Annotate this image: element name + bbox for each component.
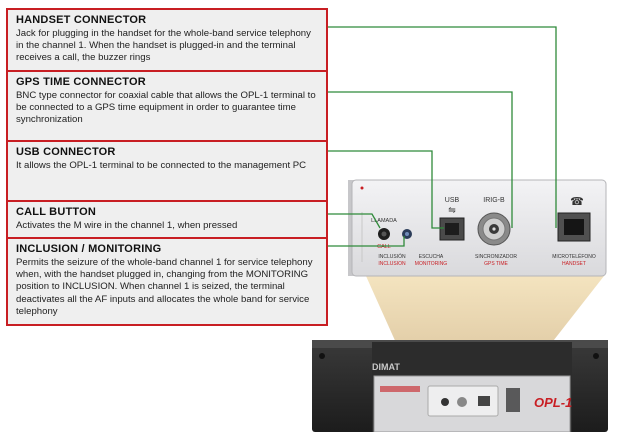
handset-label: HANDSET <box>562 261 586 267</box>
call-button-title: CALL BUTTON <box>16 206 97 218</box>
device-model: OPL-1 <box>534 395 572 410</box>
usb-label: USB <box>445 197 460 204</box>
legend-panel: HANDSET CONNECTOR Jack for plugging in t… <box>6 8 328 326</box>
call-label: CALL <box>377 244 391 250</box>
inclusion-monitoring-text: Permits the seizure of the whole-band ch… <box>16 257 313 317</box>
inclusion-en-label: INCLUSION <box>378 261 406 267</box>
inclusion-monitoring-title: INCLUSION / MONITORING <box>16 243 162 255</box>
wire-usb <box>328 150 444 229</box>
call-button-text: Activates the M wire in the channel 1, w… <box>16 220 238 231</box>
gps-connector-text: BNC type connector for coaxial cable tha… <box>16 90 316 126</box>
micro-label: MICROTELÉFONO <box>552 253 596 260</box>
call-button-box: CALL BUTTON Activates the M wire in the … <box>8 202 326 239</box>
escucha-label: ESCUCHA <box>419 254 444 260</box>
handset-connector-text: Jack for plugging in the handset for the… <box>16 28 311 64</box>
usb-connector-text: It allows the OPL-1 terminal to be conne… <box>16 160 307 171</box>
handset-connector-box: HANDSET CONNECTOR Jack for plugging in t… <box>8 10 326 72</box>
llamada-label: LLAMADA <box>371 218 397 224</box>
gps-time-label: GPS TIME <box>484 261 508 267</box>
wire-handset <box>328 26 557 228</box>
gps-connector-title: GPS TIME CONNECTOR <box>16 76 146 88</box>
gps-connector-box: GPS TIME CONNECTOR BNC type connector fo… <box>8 72 326 142</box>
inclusion-label: INCLUSIÓN <box>378 253 406 260</box>
device-brand: DIMAT <box>372 362 400 372</box>
usb-icon: ⇋ <box>448 205 456 215</box>
inclusion-monitoring-box: INCLUSION / MONITORING Permits the seizu… <box>8 239 326 324</box>
phone-icon: ☎ <box>570 196 584 208</box>
callout-wires <box>328 26 557 247</box>
wire-inclusion <box>328 236 405 247</box>
monitoring-label: MONITORING <box>415 261 448 267</box>
irig-label: IRIG-B <box>483 197 505 204</box>
opl1-device: DIMAT OPL-1 <box>312 340 608 432</box>
sincro-label: SINCRONIZADOR <box>475 254 517 260</box>
usb-connector-box: USB CONNECTOR It allows the OPL-1 termin… <box>8 142 326 202</box>
wire-call <box>328 213 381 229</box>
wire-gps <box>328 91 513 228</box>
front-panel-closeup: LLAMADA CALL INCLUSIÓN INCLUSION ESCUCHA… <box>348 179 607 277</box>
usb-connector-title: USB CONNECTOR <box>16 146 116 158</box>
handset-connector-title: HANDSET CONNECTOR <box>16 14 147 26</box>
